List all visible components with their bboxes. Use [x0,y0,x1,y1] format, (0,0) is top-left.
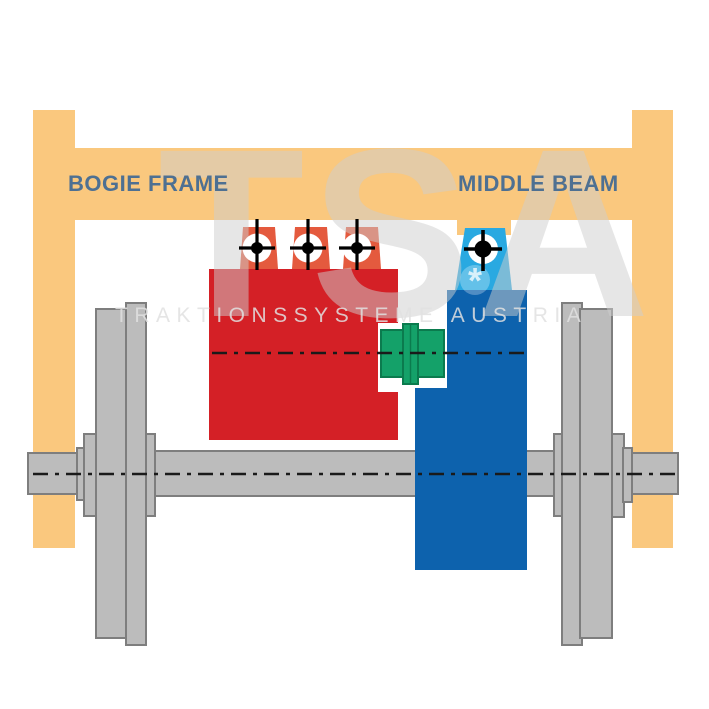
left-wheel-inner-hub [145,433,156,517]
mount-slot-1 [226,223,242,269]
labels: BOGIE FRAME MIDDLE BEAM [68,171,619,196]
motor-body [209,269,398,440]
mount-slot-4 [381,223,397,269]
bogie-frame-structure [33,110,673,548]
watermark: TSA TRAKTIONSSYSTEME AUSTRIA * [115,99,656,367]
mount-slot-3 [329,223,344,269]
watermark-subtitle: TRAKTIONSSYSTEME AUSTRIA [115,304,587,327]
frame-top-beam [33,148,673,220]
centerlines [33,351,678,476]
watermark-logo: TSA [158,99,656,367]
middle-beam-label: MIDDLE BEAM [458,171,619,196]
bogie-frame-label: BOGIE FRAME [68,171,229,196]
watermark-trademark-circle [460,265,490,295]
mount-slot-2 [277,223,293,269]
watermark-trademark-star: * [468,260,482,301]
gearbox-body [415,290,527,570]
